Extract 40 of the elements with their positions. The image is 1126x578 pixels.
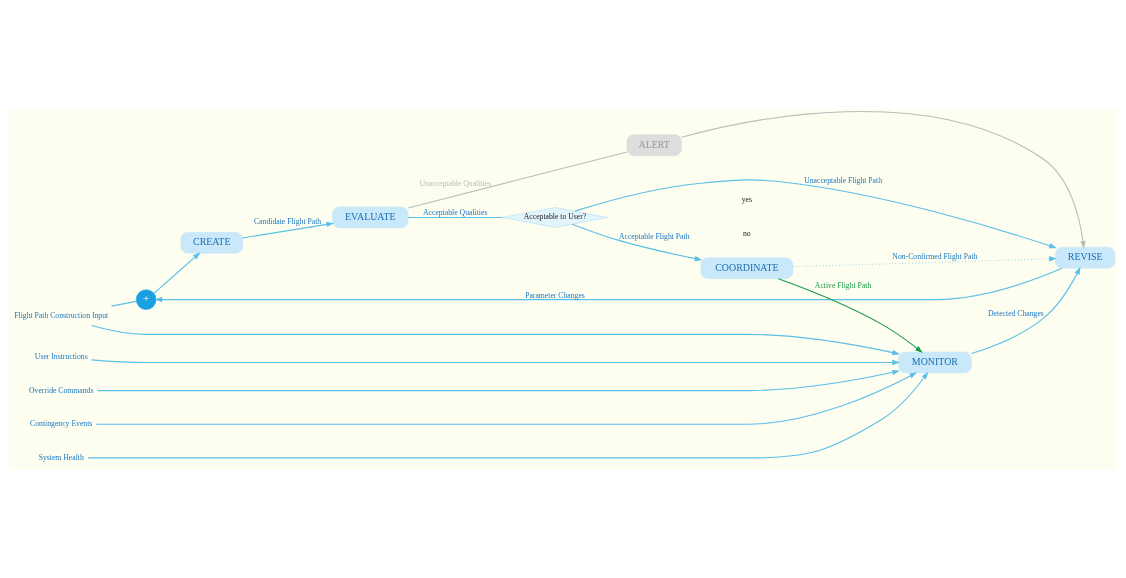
- node-box: REVISE: [1055, 246, 1116, 268]
- edge-label: Parameter Changes: [525, 290, 585, 300]
- edge-label: Candidate Flight Path: [254, 216, 322, 226]
- node-label: no: [743, 228, 751, 238]
- node-circle: +: [135, 288, 157, 310]
- arrow: [777, 277, 923, 353]
- node-label: yes: [741, 194, 753, 204]
- arrow: [91, 358, 900, 365]
- node-box: CREATE: [180, 231, 243, 254]
- node-text: Contingency Events: [30, 418, 93, 428]
- node-text: User Instructions: [34, 351, 88, 361]
- edge-label: Acceptable Qualities: [423, 207, 488, 217]
- edge-label: Non-Confirmed Flight Path: [892, 251, 978, 261]
- node-box: EVALUATE: [332, 206, 409, 228]
- node-text: Flight Path Construction Input: [14, 310, 109, 320]
- arrow: [681, 110, 1086, 249]
- node-text: System Health: [38, 452, 84, 462]
- arrow: [154, 267, 1063, 302]
- node-text: Override Commands: [29, 385, 94, 395]
- arrow: [90, 324, 901, 355]
- edge-label: Detected Changes: [988, 308, 1044, 318]
- arrow: [153, 251, 201, 294]
- arrow: [970, 266, 1081, 354]
- arrow: [87, 371, 929, 458]
- arrow: [95, 371, 918, 425]
- edge-label: Acceptable Flight Path: [618, 231, 690, 241]
- edge-label: Unacceptable Flight Path: [804, 175, 883, 185]
- node-box: COORDINATE: [700, 256, 794, 279]
- arrow: [792, 255, 1057, 267]
- node-diamond: Acceptable to User?: [502, 206, 608, 228]
- connector: [110, 300, 137, 307]
- node-box: ALERT: [626, 133, 682, 156]
- arrow: [571, 223, 703, 261]
- node-box: MONITOR: [898, 351, 972, 373]
- arrow: [96, 369, 901, 391]
- arrow: [574, 178, 1057, 248]
- connector: [407, 151, 628, 208]
- arrow: [242, 221, 335, 238]
- edge-label: Active Flight Path: [814, 280, 872, 290]
- connector: [407, 216, 503, 218]
